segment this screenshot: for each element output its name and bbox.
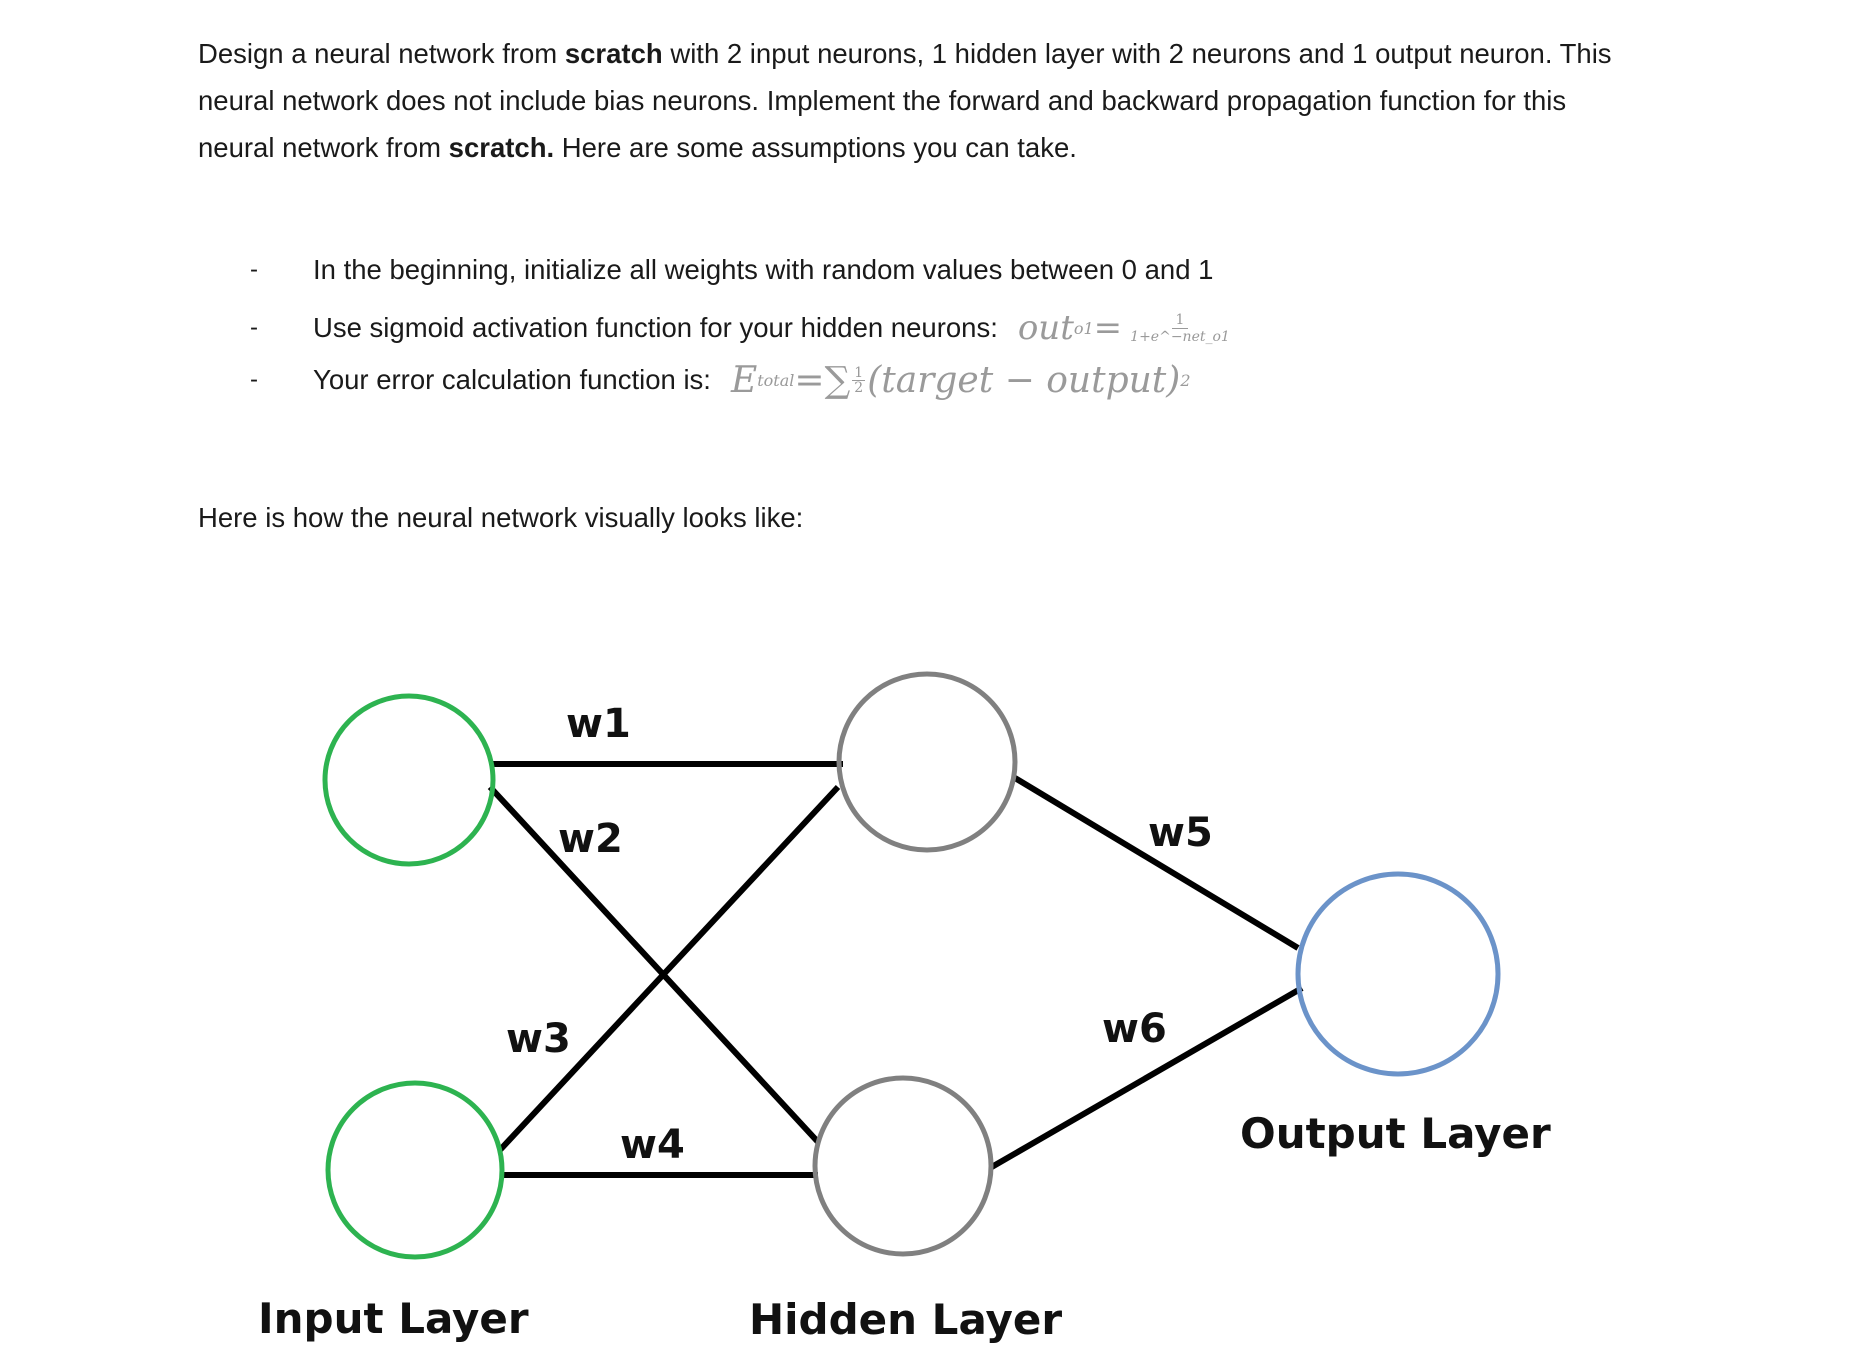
error-power: 2	[1180, 370, 1191, 390]
intro-bold-scratch-2: scratch.	[448, 132, 555, 163]
weight-label-w5: w5	[1148, 810, 1213, 856]
sigmoid-fraction: 1 1+e^−net_o1	[1130, 313, 1230, 344]
input-neuron-2	[325, 1080, 505, 1260]
weight-label-w2: w2	[558, 816, 623, 862]
sigmoid-lhs-sub: o1	[1073, 318, 1094, 338]
assumption-text-sigmoid: Use sigmoid activation function for your…	[313, 312, 998, 343]
sigmoid-numerator: 1	[1171, 313, 1189, 329]
input-neuron-1	[322, 693, 496, 867]
weight-label-w3: w3	[506, 1016, 571, 1062]
layer-label-output: Output Layer	[1240, 1109, 1551, 1158]
bullet-dash: -	[250, 314, 258, 341]
sigmoid-lhs: out	[1017, 308, 1074, 348]
bullet-dash: -	[250, 256, 258, 283]
error-body: (target − output)	[867, 359, 1181, 401]
weight-label-w1: w1	[566, 701, 631, 747]
intro-text-3: Here are some assumptions you can take.	[554, 132, 1077, 163]
assumption-item-init: - In the beginning, initialize all weigh…	[250, 240, 1230, 300]
weight-label-w4: w4	[620, 1122, 685, 1168]
intro-text-1: Design a neural network from	[198, 38, 565, 69]
diagram-intro-text: Here is how the neural network visually …	[198, 502, 804, 533]
intro-bold-scratch-1: scratch	[564, 38, 663, 69]
bullet-dash: -	[250, 366, 258, 393]
assumptions-list: - In the beginning, initialize all weigh…	[250, 240, 1230, 404]
sigmoid-equals: =	[1093, 308, 1123, 348]
intro-paragraph: Design a neural network from scratch wit…	[198, 30, 1638, 171]
layer-label-input: Input Layer	[258, 1294, 529, 1343]
weight-label-w6: w6	[1102, 1006, 1167, 1052]
layer-label-hidden: Hidden Layer	[749, 1295, 1062, 1344]
error-sum: ∑	[824, 359, 851, 401]
assumption-item-sigmoid: - Use sigmoid activation function for yo…	[250, 300, 1230, 356]
assumption-text-init: In the beginning, initialize all weights…	[313, 254, 1214, 285]
intro-text-2: with 2 input neurons, 1 hidden layer wit…	[198, 38, 1612, 163]
hidden-neuron-2	[812, 1075, 994, 1257]
hidden-neuron-1	[836, 671, 1018, 853]
edge-w6	[988, 985, 1304, 1171]
error-half-fraction: 1 2	[852, 364, 866, 396]
sigmoid-denominator: 1+e^−net_o1	[1130, 328, 1230, 345]
output-neuron	[1295, 871, 1501, 1077]
error-equals: =	[794, 359, 825, 401]
assumption-text-error: Your error calculation function is:	[313, 364, 711, 395]
error-half-num: 1	[852, 364, 866, 381]
error-half-den: 2	[854, 379, 864, 396]
error-lhs: E	[730, 359, 758, 401]
error-lhs-sub: total	[757, 370, 795, 390]
edge-w2	[487, 784, 821, 1145]
edge-w3	[497, 784, 841, 1153]
edge-w5	[1013, 775, 1300, 951]
